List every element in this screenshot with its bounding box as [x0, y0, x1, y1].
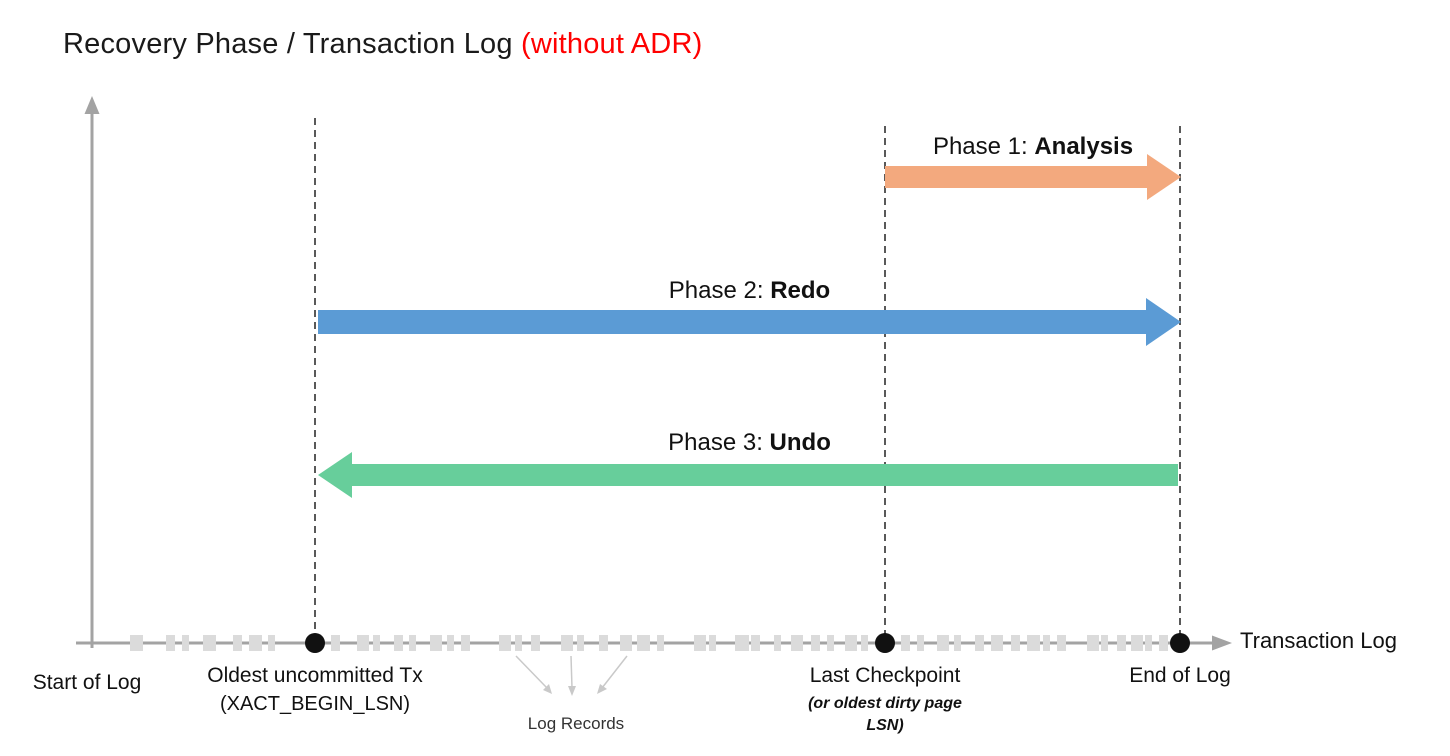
log-record-tick: [249, 635, 262, 651]
log-record-tick: [1011, 635, 1020, 651]
label-oldest-tx-sub: (XACT_BEGIN_LSN): [219, 693, 411, 715]
log-record-tick: [1101, 635, 1108, 651]
log-record-tick: [394, 635, 403, 651]
log-record-tick: [233, 635, 242, 651]
log-record-tick: [901, 635, 910, 651]
label-last-checkpoint-sub: (or oldest dirty page LSN): [808, 695, 962, 735]
log-record-tick: [599, 635, 608, 651]
log-record-tick: [357, 635, 369, 651]
log-record-tick: [1043, 635, 1050, 651]
log-record-tick: [811, 635, 820, 651]
log-record-tick: [531, 635, 540, 651]
title-suffix: (without ADR): [520, 28, 703, 60]
phase3-name: Undo: [769, 429, 831, 456]
phase2-prefix: Phase 2:: [668, 277, 771, 304]
log-record-tick: [461, 635, 470, 651]
log-record-tick: [991, 635, 1003, 651]
label-start-of-log: Start of Log: [32, 671, 142, 694]
log-record-tick: [130, 635, 143, 651]
log-record-tick: [751, 635, 760, 651]
phase1-label: Phase 1: Analysis: [885, 133, 1181, 161]
log-record-tick: [709, 635, 716, 651]
log-record-tick: [373, 635, 380, 651]
log-record-tick: [409, 635, 416, 651]
log-record-tick: [861, 635, 868, 651]
label-last-checkpoint: Last Checkpoint: [809, 664, 961, 687]
log-record-tick: [735, 635, 749, 651]
log-record-tick: [331, 635, 340, 651]
log-record-tick: [1087, 635, 1099, 651]
phase2-name: Redo: [770, 277, 831, 304]
log-record-tick: [917, 635, 924, 651]
phase1-analysis-arrow: [885, 154, 1181, 200]
log-record-tick: [203, 635, 216, 651]
label-end-of-log: End of Log: [1129, 664, 1231, 687]
phase3-undo-arrow: [318, 452, 1178, 498]
log-record-tick: [268, 635, 275, 651]
log-record-tick: [1027, 635, 1040, 651]
timeline-dot-last-checkpoint: [875, 633, 895, 653]
log-record-tick: [561, 635, 573, 651]
timeline-dot-end-of-log: [1170, 633, 1190, 653]
log-record-tick: [937, 635, 949, 651]
y-axis: [84, 96, 100, 648]
x-axis-label: Transaction Log: [1240, 628, 1397, 653]
log-records: [130, 635, 1168, 651]
log-record-tick: [1131, 635, 1143, 651]
log-records-pointer-arrows: [515, 655, 628, 696]
log-record-tick: [827, 635, 834, 651]
log-record-tick: [515, 635, 522, 651]
log-record-tick: [620, 635, 632, 651]
log-record-tick: [182, 635, 189, 651]
log-record-tick: [845, 635, 857, 651]
log-record-tick: [791, 635, 803, 651]
log-record-tick: [694, 635, 706, 651]
title-main: Recovery Phase / Transaction Log: [63, 28, 521, 60]
phase2-label: Phase 2: Redo: [318, 277, 1181, 305]
log-record-tick: [774, 635, 781, 651]
log-record-tick: [975, 635, 984, 651]
phase3-label: Phase 3: Undo: [318, 429, 1181, 457]
log-record-tick: [166, 635, 175, 651]
log-record-tick: [1117, 635, 1126, 651]
timeline-dot-oldest-tx: [305, 633, 325, 653]
log-record-tick: [657, 635, 664, 651]
log-record-tick: [499, 635, 511, 651]
log-record-tick: [1159, 635, 1168, 651]
log-record-tick: [447, 635, 454, 651]
log-record-tick: [954, 635, 961, 651]
log-record-tick: [577, 635, 584, 651]
phase3-prefix: Phase 3:: [668, 429, 770, 456]
phase2-redo-arrow: [318, 298, 1181, 346]
label-oldest-tx: Oldest uncommitted Tx: [207, 664, 423, 687]
log-record-tick: [1057, 635, 1066, 651]
phase1-name: Analysis: [1034, 133, 1134, 160]
label-log-records: Log Records: [527, 714, 625, 733]
phase1-prefix: Phase 1:: [932, 133, 1035, 160]
log-record-tick: [1145, 635, 1152, 651]
log-record-tick: [430, 635, 442, 651]
page-title: Recovery Phase / Transaction Log (withou…: [63, 28, 702, 61]
log-record-tick: [637, 635, 650, 651]
